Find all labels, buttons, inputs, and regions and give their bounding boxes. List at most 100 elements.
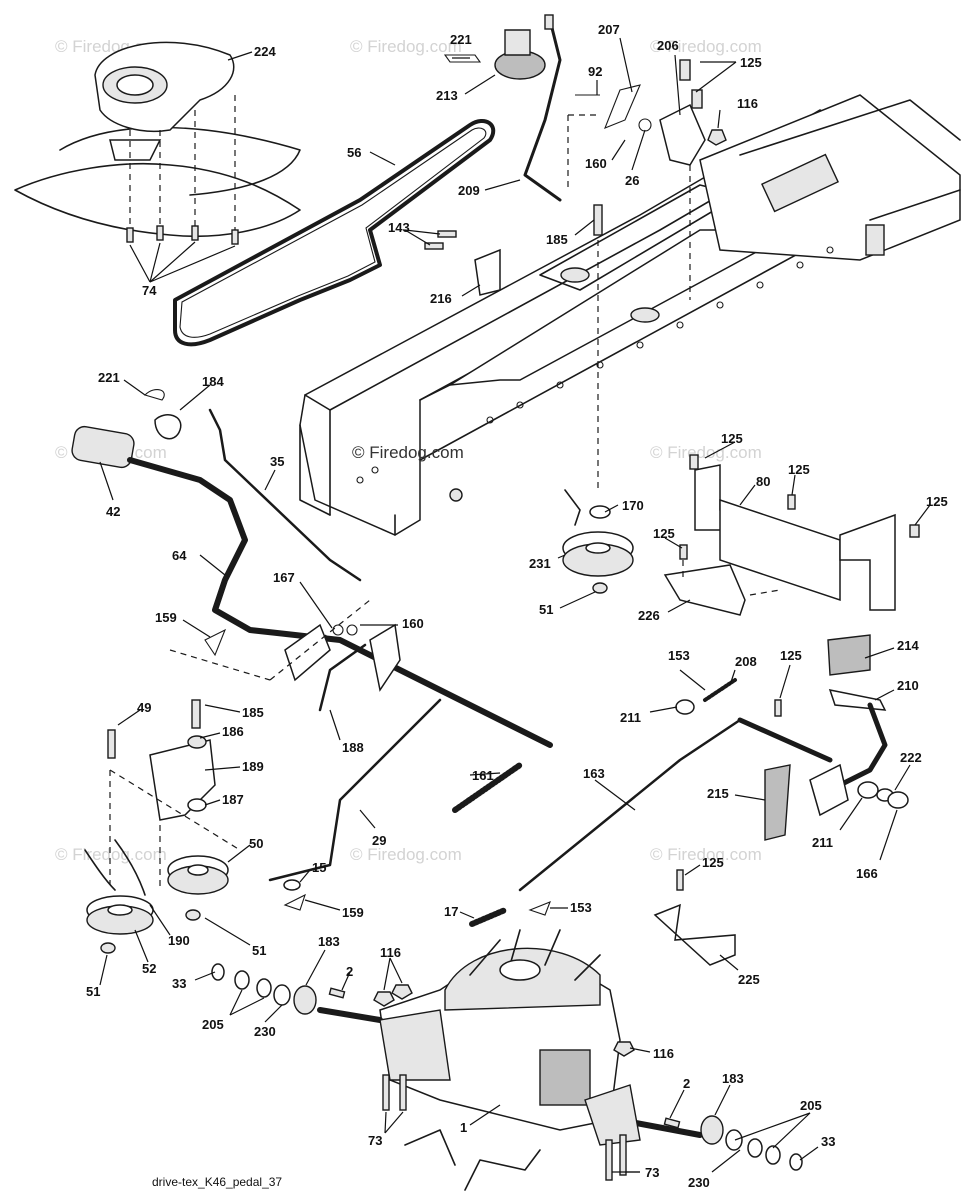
callout-170: 170 <box>622 498 644 513</box>
callout-42: 42 <box>106 504 120 519</box>
callout-167: 167 <box>273 570 295 585</box>
part-rod-163 <box>518 718 742 892</box>
callout-125: 125 <box>721 431 743 446</box>
callout-29: 29 <box>372 833 386 848</box>
callout-230: 230 <box>688 1175 710 1190</box>
callout-49: 49 <box>137 700 151 715</box>
callout-215: 215 <box>707 786 729 801</box>
callout-225: 225 <box>738 972 760 987</box>
callout-207: 207 <box>598 22 620 37</box>
callout-163: 163 <box>583 766 605 781</box>
part-spring-17 <box>469 907 508 927</box>
callout-221: 221 <box>450 32 472 47</box>
watermark: © Firedog.com <box>650 845 762 864</box>
callout-143: 143 <box>388 220 410 235</box>
callout-153: 153 <box>570 900 592 915</box>
part-frame: © Firedog.com <box>299 94 961 536</box>
part-bracket-80 <box>663 454 920 616</box>
bolts-73 <box>382 1074 627 1181</box>
axle-washers-right <box>663 1115 803 1171</box>
callout-187: 187 <box>222 792 244 807</box>
callout-206: 206 <box>657 38 679 53</box>
part-rod-29 <box>268 643 442 882</box>
drawing-id: drive-tex_K46_pedal_37 <box>152 1175 282 1189</box>
watermark: © Firedog.com <box>350 37 462 56</box>
callout-213: 213 <box>436 88 458 103</box>
callout-230: 230 <box>254 1024 276 1039</box>
part-deflector-225 <box>653 869 736 966</box>
part-bracket-206 <box>567 59 727 300</box>
callout-216: 216 <box>430 291 452 306</box>
frame-holes <box>356 246 834 484</box>
callout-80: 80 <box>756 474 770 489</box>
callout-210: 210 <box>897 678 919 693</box>
callout-116: 116 <box>380 945 401 960</box>
callout-185: 185 <box>242 705 264 720</box>
callout-183: 183 <box>722 1071 744 1086</box>
part-bracket-216 <box>424 204 603 490</box>
callout-17: 17 <box>444 904 458 919</box>
callout-160: 160 <box>585 156 607 171</box>
part-pulley-50 <box>167 855 229 921</box>
callout-153: 153 <box>668 648 690 663</box>
watermark: © Firedog.com <box>350 845 462 864</box>
callout-116: 116 <box>737 96 758 111</box>
callout-92: 92 <box>588 64 602 79</box>
callout-209: 209 <box>458 183 480 198</box>
part-spring-161 <box>452 762 523 813</box>
callout-208: 208 <box>735 654 757 669</box>
callout-125: 125 <box>788 462 810 477</box>
callout-33: 33 <box>172 976 186 991</box>
callout-222: 222 <box>900 750 922 765</box>
callout-125: 125 <box>702 855 724 870</box>
callout-51: 51 <box>539 602 553 617</box>
part-belt-56 <box>173 119 496 347</box>
callout-64: 64 <box>172 548 187 563</box>
callout-51: 51 <box>252 943 266 958</box>
callout-184: 184 <box>202 374 224 389</box>
callout-189: 189 <box>242 759 264 774</box>
callout-56: 56 <box>347 145 361 160</box>
callout-2: 2 <box>346 964 353 979</box>
callout-211: 211 <box>620 710 641 725</box>
nuts-116 <box>373 984 635 1057</box>
callout-73: 73 <box>368 1133 382 1148</box>
center-watermark: © Firedog.com <box>352 443 464 462</box>
callout-161: 161 <box>472 768 494 783</box>
callout-73: 73 <box>645 1165 659 1180</box>
callout-159: 159 <box>155 610 177 625</box>
callout-125: 125 <box>926 494 948 509</box>
callout-185: 185 <box>546 232 568 247</box>
axle-washers-left <box>211 963 346 1015</box>
callout-125: 125 <box>740 55 762 70</box>
callout-74: 74 <box>142 283 157 298</box>
callout-183: 183 <box>318 934 340 949</box>
callout-226: 226 <box>638 608 660 623</box>
part-pedal-210 <box>675 634 909 841</box>
callout-188: 188 <box>342 740 364 755</box>
callout-125: 125 <box>653 526 675 541</box>
callout-50: 50 <box>249 836 263 851</box>
callout-33: 33 <box>821 1134 835 1149</box>
callout-160: 160 <box>402 616 424 631</box>
callout-214: 214 <box>897 638 919 653</box>
callout-125: 125 <box>780 648 802 663</box>
bottom-fragments <box>404 1129 541 1191</box>
watermark: © Firedog.com <box>650 37 762 56</box>
callout-116: 116 <box>653 1046 674 1061</box>
callout-15: 15 <box>312 860 326 875</box>
screw-icon <box>126 225 239 245</box>
part-pulley-231 <box>562 489 634 594</box>
watermark: © Firedog.com <box>55 845 167 864</box>
watermark: © Firedog.com <box>650 443 762 462</box>
callout-221: 221 <box>98 370 120 385</box>
part-shift-assembly <box>71 389 553 748</box>
callout-1: 1 <box>460 1120 467 1135</box>
part-transaxle-1 <box>317 929 703 1181</box>
callout-231: 231 <box>529 556 551 571</box>
callout-51: 51 <box>86 984 100 999</box>
callout-186: 186 <box>222 724 244 739</box>
callout-52: 52 <box>142 961 156 976</box>
part-knob-213 <box>443 29 546 80</box>
callout-166: 166 <box>856 866 878 881</box>
